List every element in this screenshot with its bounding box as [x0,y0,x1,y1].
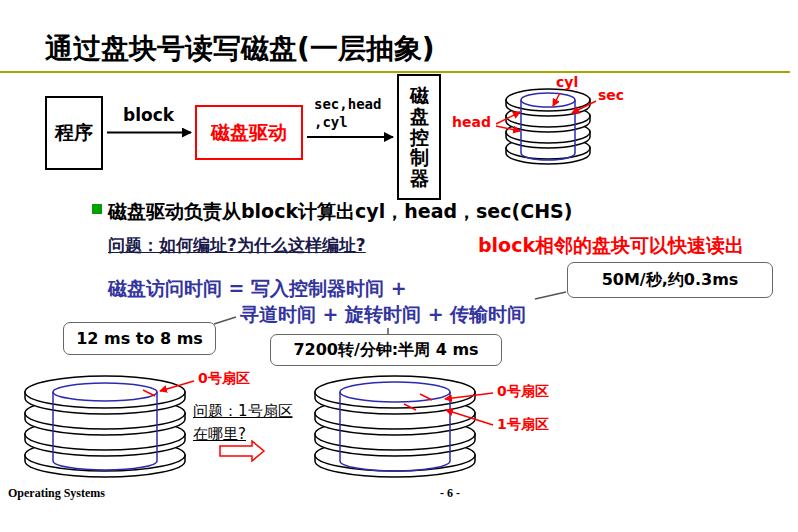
callout-box: 50M/秒,约0.3ms [567,262,773,298]
edge-label: block [123,104,174,126]
sector-label: 0号扇区 [497,383,549,401]
footer: Operating Systems [8,486,105,501]
bullet [92,204,102,214]
callout-box: 7200转/分钟:半周 4 ms [270,334,502,366]
slide-title: 通过盘块号读写磁盘(一层抽象) [45,30,435,68]
node-text: 12 ms to 8 ms [76,329,203,348]
part-label: head [452,114,491,130]
disk-stack [506,89,590,164]
bullet-text: 磁盘驱动负责从block计算出cyl，head，sec(CHS) [108,199,572,225]
question: 问题：如何编址?为什么这样编址? [108,234,366,257]
formula: 磁盘访问时间 = 写入控制器时间 + [108,276,407,302]
part-label: cyl [556,74,578,90]
node-text: 磁盘驱动 [211,120,287,146]
part-label: sec [598,87,624,103]
question: 问题：1号扇区在哪里? [193,400,305,445]
connector-arrow [307,136,393,138]
node-text: 程序 [55,120,93,146]
formula: 寻道时间 + 旋转时间 + 传输时间 [240,302,526,328]
hollow-arrow [220,441,264,461]
node-text: 50M/秒,约0.3ms [602,270,739,291]
page-number: - 6 - [440,486,460,501]
note: block相邻的盘块可以快速读出 [478,233,744,259]
sector-label: 0号扇区 [198,370,250,388]
driver-box: 磁盘驱动 [195,105,303,160]
disk-stack [315,376,475,477]
controller-box: 磁盘控制器 [397,74,441,200]
connector-arrow [107,132,191,134]
edge-label: sec,head ,cyl [314,95,386,131]
title-rule [0,71,790,73]
red-leaders [143,93,596,425]
node-text: 7200转/分钟:半周 4 ms [293,340,478,361]
node-text: 磁盘控制器 [410,85,429,189]
process-box: 程序 [45,96,103,170]
callout-box: 12 ms to 8 ms [63,322,216,355]
sector-label: 1号扇区 [497,416,549,434]
